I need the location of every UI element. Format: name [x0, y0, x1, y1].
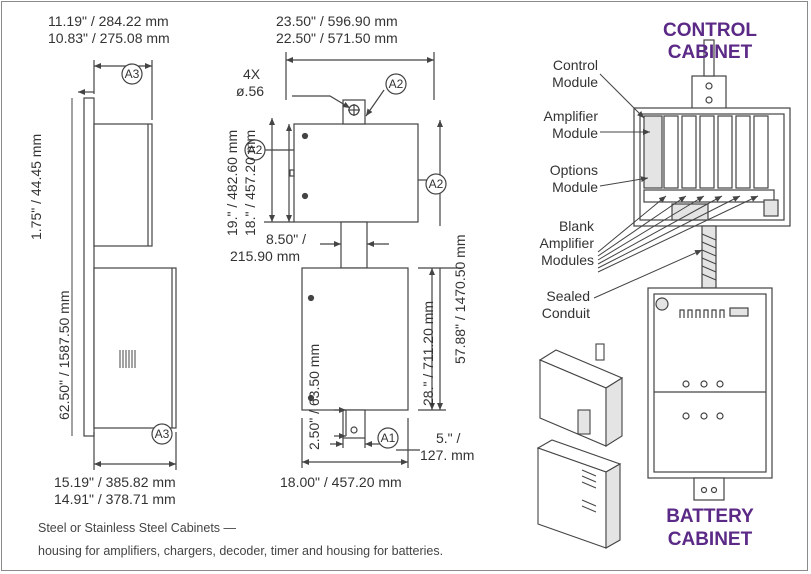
dim-side-top-w2: 10.83" / 275.08 mm: [48, 30, 170, 46]
callout-a2-left: A2: [247, 143, 263, 157]
dim-post-w-2: 215.90 mm: [230, 248, 301, 264]
side-view-wall: [83, 97, 95, 437]
title-control-2: CABINET: [667, 42, 753, 63]
label-blank-2: Amplifier: [539, 235, 594, 251]
side-view-vent: [119, 350, 136, 368]
battery-cabinet-box: [647, 287, 773, 479]
caption-line-1: Steel or Stainless Steel Cabinets —: [38, 521, 237, 535]
title-control-1: CONTROL: [663, 20, 757, 41]
label-leaders: [593, 73, 759, 299]
side-view: [71, 60, 177, 470]
callout-a3-top: A3: [124, 67, 140, 81]
dim-base-h: 2.50" / 63.50 mm: [306, 343, 322, 450]
isometric-cabinets: [536, 343, 624, 549]
dim-hole-count: 4X: [243, 66, 261, 82]
title-battery-2: CABINET: [667, 529, 753, 550]
dim-front-bot-w: 18.00" / 457.20 mm: [280, 474, 402, 490]
battery-cabinet: [647, 287, 773, 501]
label-sealed-2: Conduit: [541, 305, 590, 321]
callout-a1: A1: [380, 431, 396, 445]
label-amplifier-module-2: Module: [552, 125, 598, 141]
label-sealed-1: Sealed: [546, 288, 590, 304]
label-control-module-2: Module: [552, 74, 598, 90]
label-amplifier-module-1: Amplifier: [543, 108, 598, 124]
dim-side-gap: 1.75" / 44.45 mm: [28, 133, 44, 240]
dim-front-top-w1: 23.50" / 596.90 mm: [276, 13, 398, 29]
callout-a2-top: A2: [388, 77, 404, 91]
label-blank-3: Modules: [541, 252, 594, 268]
front-view-foot: [342, 409, 366, 439]
control-module: [643, 115, 663, 189]
front-view: [262, 52, 462, 468]
dim-foot-w-1: 5." /: [436, 430, 461, 446]
dim-post-w-1: 8.50" /: [266, 231, 306, 247]
side-view-lower-cabinet: [93, 267, 177, 429]
dim-foot-w-2: 127. mm: [420, 447, 475, 463]
dim-side-bot-w1: 15.19" / 385.82 mm: [54, 474, 176, 490]
dim-side-total-h: 62.50" / 1587.50 mm: [56, 290, 72, 421]
control-cabinet: [633, 39, 791, 289]
callout-circles: [121, 63, 447, 449]
caption-line-2: housing for amplifiers, chargers, decode…: [38, 544, 444, 558]
battery-bottom-bracket: [693, 477, 725, 501]
side-view-upper-cabinet: [93, 123, 153, 247]
dim-upper-h1: 19." / 482.60 mm: [224, 129, 240, 236]
control-top-bracket: [691, 75, 727, 111]
dim-lower-h: 28." / 711.20 mm: [420, 300, 436, 406]
label-options-module-2: Module: [552, 179, 598, 195]
callout-a3-bottom: A3: [154, 427, 170, 441]
label-blank-1: Blank: [558, 218, 594, 234]
label-control-module-1: Control: [552, 57, 598, 73]
label-options-module-1: Options: [549, 162, 598, 178]
dim-side-bot-w2: 14.91" / 378.71 mm: [54, 491, 176, 507]
dim-side-top-w1: 11.19" / 284.22 mm: [48, 13, 169, 29]
title-battery-1: BATTERY: [666, 506, 754, 527]
front-view-upper-cabinet: [293, 123, 419, 223]
callout-a2-right: A2: [428, 177, 444, 191]
front-view-post: [340, 221, 368, 269]
dim-hole-dia: ø.56: [236, 83, 265, 99]
dim-front-top-w2: 22.50" / 571.50 mm: [276, 30, 398, 46]
dim-overall-h: 57.88" / 1470.50 mm: [452, 234, 468, 365]
